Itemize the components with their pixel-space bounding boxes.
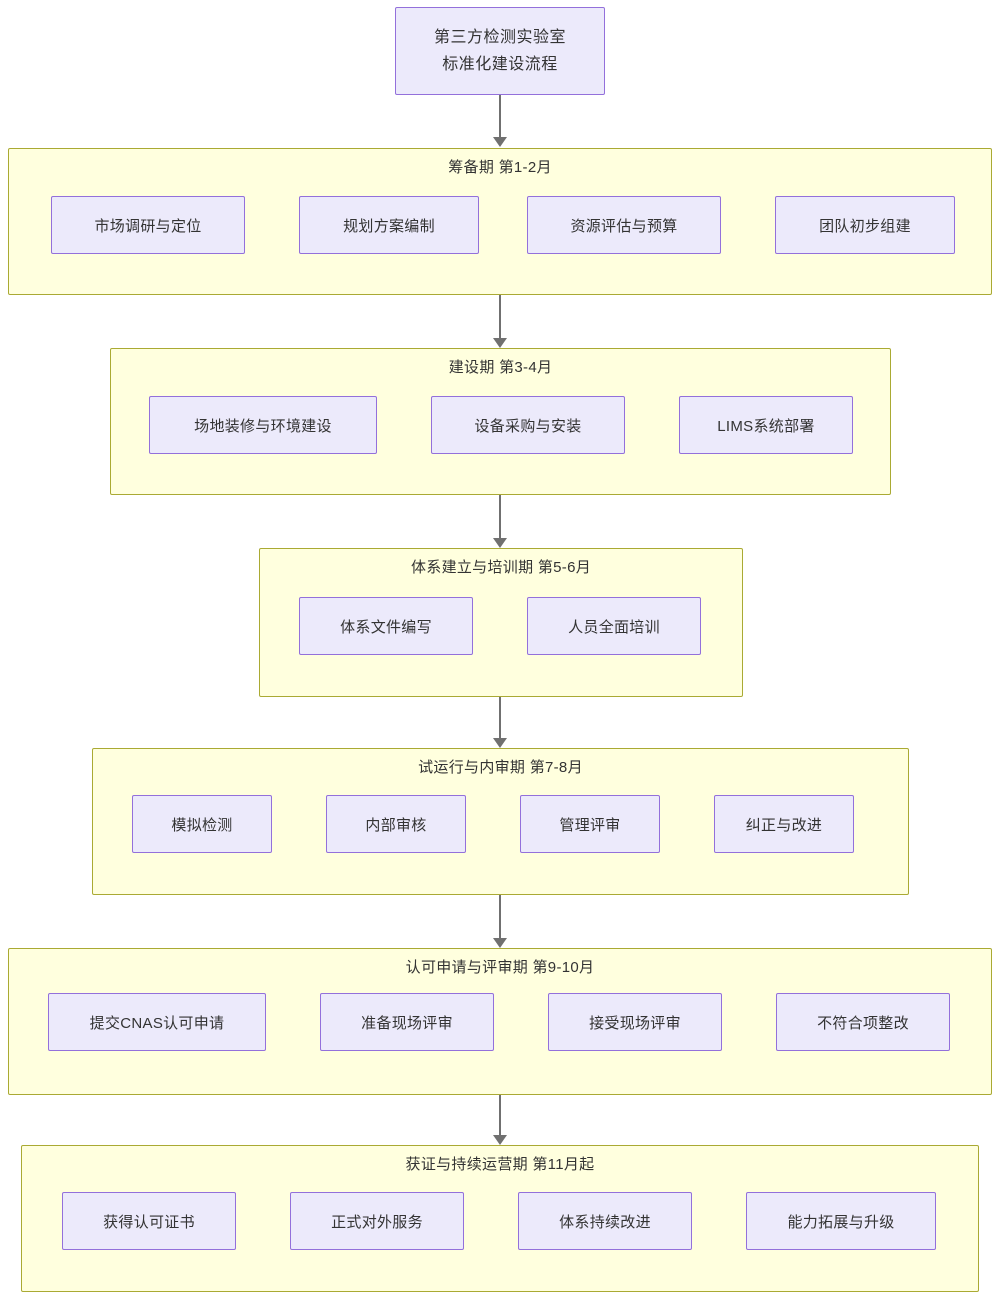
task-label: 规划方案编制 [343, 217, 435, 235]
connector-stem [498, 295, 502, 338]
task-label: 接受现场评审 [589, 1014, 681, 1032]
arrowhead-icon [493, 1135, 507, 1145]
arrowhead-icon [493, 538, 507, 548]
connector-phase-4-to-phase-5 [493, 895, 507, 948]
task-label: 不符合项整改 [817, 1014, 909, 1032]
arrowhead-icon [493, 338, 507, 348]
phase-container-1: 筹备期 第1-2月 市场调研与定位 规划方案编制 资源评估与预算 团队初步组建 [8, 148, 992, 295]
connector-stem [498, 895, 502, 938]
task-node-6-1[interactable]: 获得认可证书 [62, 1192, 236, 1250]
task-label: 体系持续改进 [559, 1213, 651, 1231]
task-node-4-2[interactable]: 内部审核 [326, 795, 466, 853]
task-node-3-1[interactable]: 体系文件编写 [299, 597, 473, 655]
task-label: 内部审核 [365, 816, 427, 834]
task-label: LIMS系统部署 [717, 417, 815, 435]
connector-phase-2-to-phase-3 [493, 495, 507, 548]
connector-stem [498, 697, 502, 738]
task-label: 团队初步组建 [819, 217, 911, 235]
task-label: 人员全面培训 [568, 618, 660, 636]
task-node-2-3[interactable]: LIMS系统部署 [679, 396, 853, 454]
connector-phase-5-to-phase-6 [493, 1095, 507, 1145]
task-label: 场地装修与环境建设 [194, 417, 332, 435]
phase-label-6: 获证与持续运营期 第11月起 [405, 1156, 595, 1173]
task-label: 资源评估与预算 [570, 217, 678, 235]
task-node-4-1[interactable]: 模拟检测 [132, 795, 272, 853]
task-node-5-3[interactable]: 接受现场评审 [548, 993, 722, 1051]
task-node-5-4[interactable]: 不符合项整改 [776, 993, 950, 1051]
task-node-2-2[interactable]: 设备采购与安装 [431, 396, 625, 454]
arrowhead-icon [493, 137, 507, 147]
connector-stem [498, 495, 502, 538]
task-label: 管理评审 [559, 816, 621, 834]
task-label: 市场调研与定位 [94, 217, 202, 235]
title-line-1: 第三方检测实验室 [433, 29, 566, 46]
task-label: 能力拓展与升级 [787, 1213, 895, 1231]
phase-container-2: 建设期 第3-4月 场地装修与环境建设 设备采购与安装 LIMS系统部署 [110, 348, 891, 495]
task-node-1-3[interactable]: 资源评估与预算 [527, 196, 721, 254]
flowchart-title-node[interactable]: 第三方检测实验室 标准化建设流程 [395, 7, 605, 95]
phase-container-5: 认可申请与评审期 第9-10月 提交CNAS认可申请 准备现场评审 接受现场评审… [8, 948, 992, 1095]
arrowhead-icon [493, 938, 507, 948]
task-node-6-3[interactable]: 体系持续改进 [518, 1192, 692, 1250]
task-label: 提交CNAS认可申请 [89, 1014, 225, 1032]
connector-phase-1-to-phase-2 [493, 295, 507, 348]
connector-phase-3-to-phase-4 [493, 697, 507, 748]
task-node-1-4[interactable]: 团队初步组建 [775, 196, 955, 254]
task-node-5-1[interactable]: 提交CNAS认可申请 [48, 993, 266, 1051]
phase-container-6: 获证与持续运营期 第11月起 获得认可证书 正式对外服务 体系持续改进 能力拓展… [21, 1145, 979, 1292]
phase-label-5: 认可申请与评审期 第9-10月 [405, 959, 595, 976]
phase-label-4: 试运行与内审期 第7-8月 [418, 759, 583, 776]
task-label: 纠正与改进 [745, 816, 823, 834]
phase-label-3: 体系建立与培训期 第5-6月 [410, 559, 592, 576]
task-label: 设备采购与安装 [474, 417, 582, 435]
connector-stem [498, 95, 502, 137]
task-node-5-2[interactable]: 准备现场评审 [320, 993, 494, 1051]
phase-label-1: 筹备期 第1-2月 [448, 159, 552, 176]
task-node-3-2[interactable]: 人员全面培训 [527, 597, 701, 655]
title-line-2: 标准化建设流程 [442, 56, 558, 73]
phase-container-3: 体系建立与培训期 第5-6月 体系文件编写 人员全面培训 [259, 548, 743, 697]
task-node-1-2[interactable]: 规划方案编制 [299, 196, 479, 254]
task-label: 准备现场评审 [361, 1014, 453, 1032]
task-label: 模拟检测 [171, 816, 233, 834]
task-node-4-4[interactable]: 纠正与改进 [714, 795, 854, 853]
task-node-6-4[interactable]: 能力拓展与升级 [746, 1192, 936, 1250]
connector-title-to-phase-1 [493, 95, 507, 147]
phase-container-4: 试运行与内审期 第7-8月 模拟检测 内部审核 管理评审 纠正与改进 [92, 748, 909, 895]
task-node-6-2[interactable]: 正式对外服务 [290, 1192, 464, 1250]
arrowhead-icon [493, 738, 507, 748]
task-label: 体系文件编写 [340, 618, 432, 636]
task-node-1-1[interactable]: 市场调研与定位 [51, 196, 245, 254]
task-node-2-1[interactable]: 场地装修与环境建设 [149, 396, 377, 454]
task-label: 正式对外服务 [331, 1213, 423, 1231]
task-label: 获得认可证书 [103, 1213, 195, 1231]
task-node-4-3[interactable]: 管理评审 [520, 795, 660, 853]
phase-label-2: 建设期 第3-4月 [448, 359, 553, 376]
connector-stem [498, 1095, 502, 1135]
